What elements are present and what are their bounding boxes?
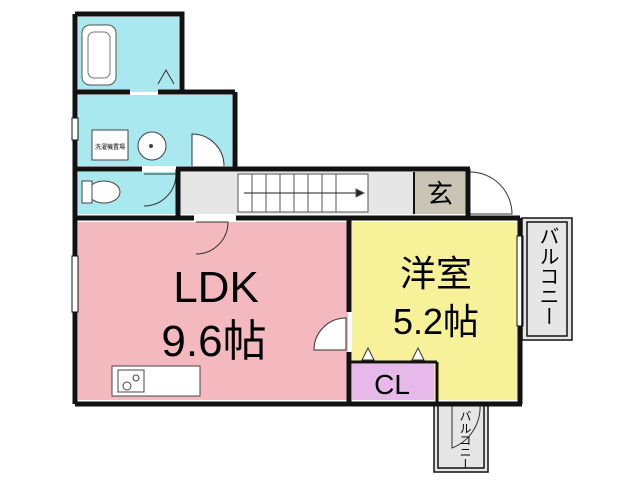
entrance-door xyxy=(469,171,513,215)
bathtub xyxy=(81,24,117,86)
staircase xyxy=(237,173,369,213)
western-door xyxy=(313,317,347,351)
balcony-outlines xyxy=(433,217,573,473)
western-room-label: 洋室 xyxy=(400,253,472,294)
western-room-size: 5.2帖 xyxy=(393,301,479,342)
closet-fill xyxy=(352,364,434,400)
washer-pan xyxy=(91,129,129,161)
stove xyxy=(117,369,145,393)
entrance-step xyxy=(372,172,414,214)
balcony-right-label: バルコニー xyxy=(536,226,558,326)
balcony-right-fill xyxy=(522,218,572,340)
ldk-door xyxy=(195,221,229,255)
entrance-fill xyxy=(414,172,466,214)
balcony-bottom-label: バルコニー xyxy=(458,410,472,470)
windows xyxy=(71,117,524,327)
washroom-door xyxy=(191,133,225,167)
balcony-door xyxy=(451,403,481,449)
ldk-label: LDK xyxy=(173,263,259,312)
washroom-label: 洗濯機置場 xyxy=(95,143,125,151)
closet-label: CL xyxy=(374,369,410,400)
bath-door xyxy=(157,68,175,85)
toilet-bowl xyxy=(87,180,121,204)
entrance-label: 玄 xyxy=(427,179,453,209)
ldk-size: 9.6帖 xyxy=(161,317,266,366)
